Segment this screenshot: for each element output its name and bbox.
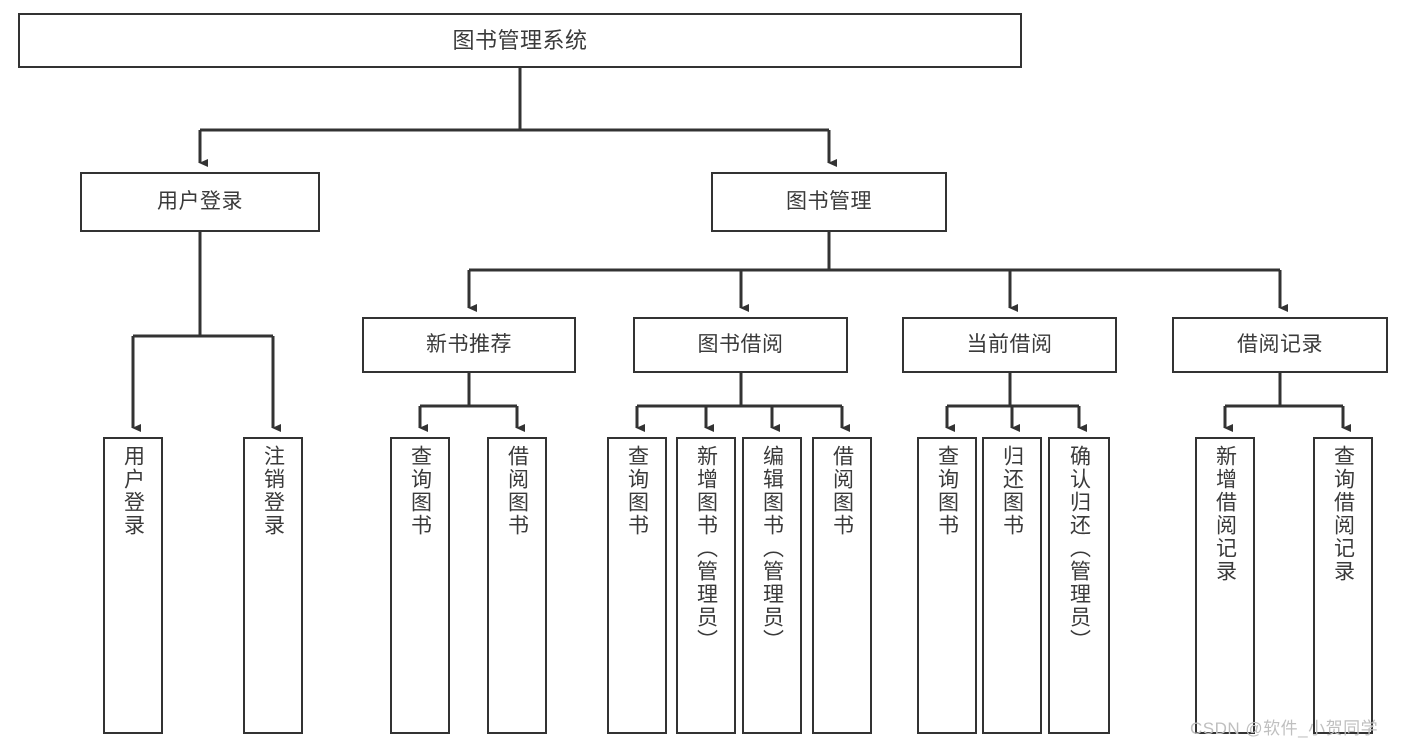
- node-leaf-borrow-book-1-label: 借阅图书: [505, 445, 529, 537]
- node-leaf-borrow-book-2-label: 借阅图书: [830, 445, 854, 537]
- node-leaf-add-record-label: 新增借阅记录: [1213, 445, 1237, 583]
- node-book-manage-label: 图书管理: [786, 189, 872, 213]
- node-current-borrow-label: 当前借阅: [966, 332, 1053, 356]
- node-leaf-query-book-1[interactable]: 查询图书: [390, 437, 450, 734]
- node-new-book-recommend-label: 新书推荐: [426, 332, 512, 356]
- node-book-borrow[interactable]: 图书借阅: [633, 317, 848, 373]
- node-book-borrow-label: 图书借阅: [697, 332, 784, 356]
- node-leaf-add-record[interactable]: 新增借阅记录: [1195, 437, 1255, 734]
- node-leaf-add-book[interactable]: 新增图书（管理员）: [676, 437, 736, 734]
- node-leaf-logout-label: 注销登录: [261, 445, 285, 537]
- node-user-login-label: 用户登录: [157, 189, 243, 213]
- node-leaf-query-book-2[interactable]: 查询图书: [607, 437, 667, 734]
- node-leaf-query-record[interactable]: 查询借阅记录: [1313, 437, 1373, 734]
- node-leaf-borrow-book-2[interactable]: 借阅图书: [812, 437, 872, 734]
- node-leaf-query-book-3-label: 查询图书: [935, 445, 959, 537]
- csdn-watermark: CSDN @软件_小贺同学: [1190, 719, 1379, 738]
- node-borrow-record[interactable]: 借阅记录: [1172, 317, 1388, 373]
- node-current-borrow[interactable]: 当前借阅: [902, 317, 1117, 373]
- node-leaf-confirm-return[interactable]: 确认归还（管理员）: [1048, 437, 1110, 734]
- node-leaf-return-book[interactable]: 归还图书: [982, 437, 1042, 734]
- node-leaf-user-login[interactable]: 用户登录: [103, 437, 163, 734]
- node-root-label: 图书管理系统: [452, 27, 588, 53]
- node-leaf-logout[interactable]: 注销登录: [243, 437, 303, 734]
- node-root[interactable]: 图书管理系统: [18, 13, 1022, 68]
- node-leaf-user-login-label: 用户登录: [121, 445, 145, 537]
- node-leaf-query-book-2-label: 查询图书: [625, 445, 649, 537]
- node-leaf-query-book-1-label: 查询图书: [408, 445, 432, 537]
- node-leaf-query-book-3[interactable]: 查询图书: [917, 437, 977, 734]
- node-leaf-return-book-label: 归还图书: [1000, 445, 1024, 537]
- node-user-login[interactable]: 用户登录: [80, 172, 320, 232]
- node-book-manage[interactable]: 图书管理: [711, 172, 947, 232]
- node-leaf-edit-book[interactable]: 编辑图书（管理员）: [742, 437, 802, 734]
- node-borrow-record-label: 借阅记录: [1237, 332, 1323, 356]
- node-leaf-add-book-label: 新增图书（管理员）: [694, 445, 718, 652]
- node-new-book-recommend[interactable]: 新书推荐: [362, 317, 576, 373]
- node-leaf-borrow-book-1[interactable]: 借阅图书: [487, 437, 547, 734]
- node-leaf-query-record-label: 查询借阅记录: [1331, 445, 1355, 583]
- node-leaf-confirm-return-label: 确认归还（管理员）: [1067, 445, 1091, 652]
- node-leaf-edit-book-label: 编辑图书（管理员）: [760, 445, 784, 652]
